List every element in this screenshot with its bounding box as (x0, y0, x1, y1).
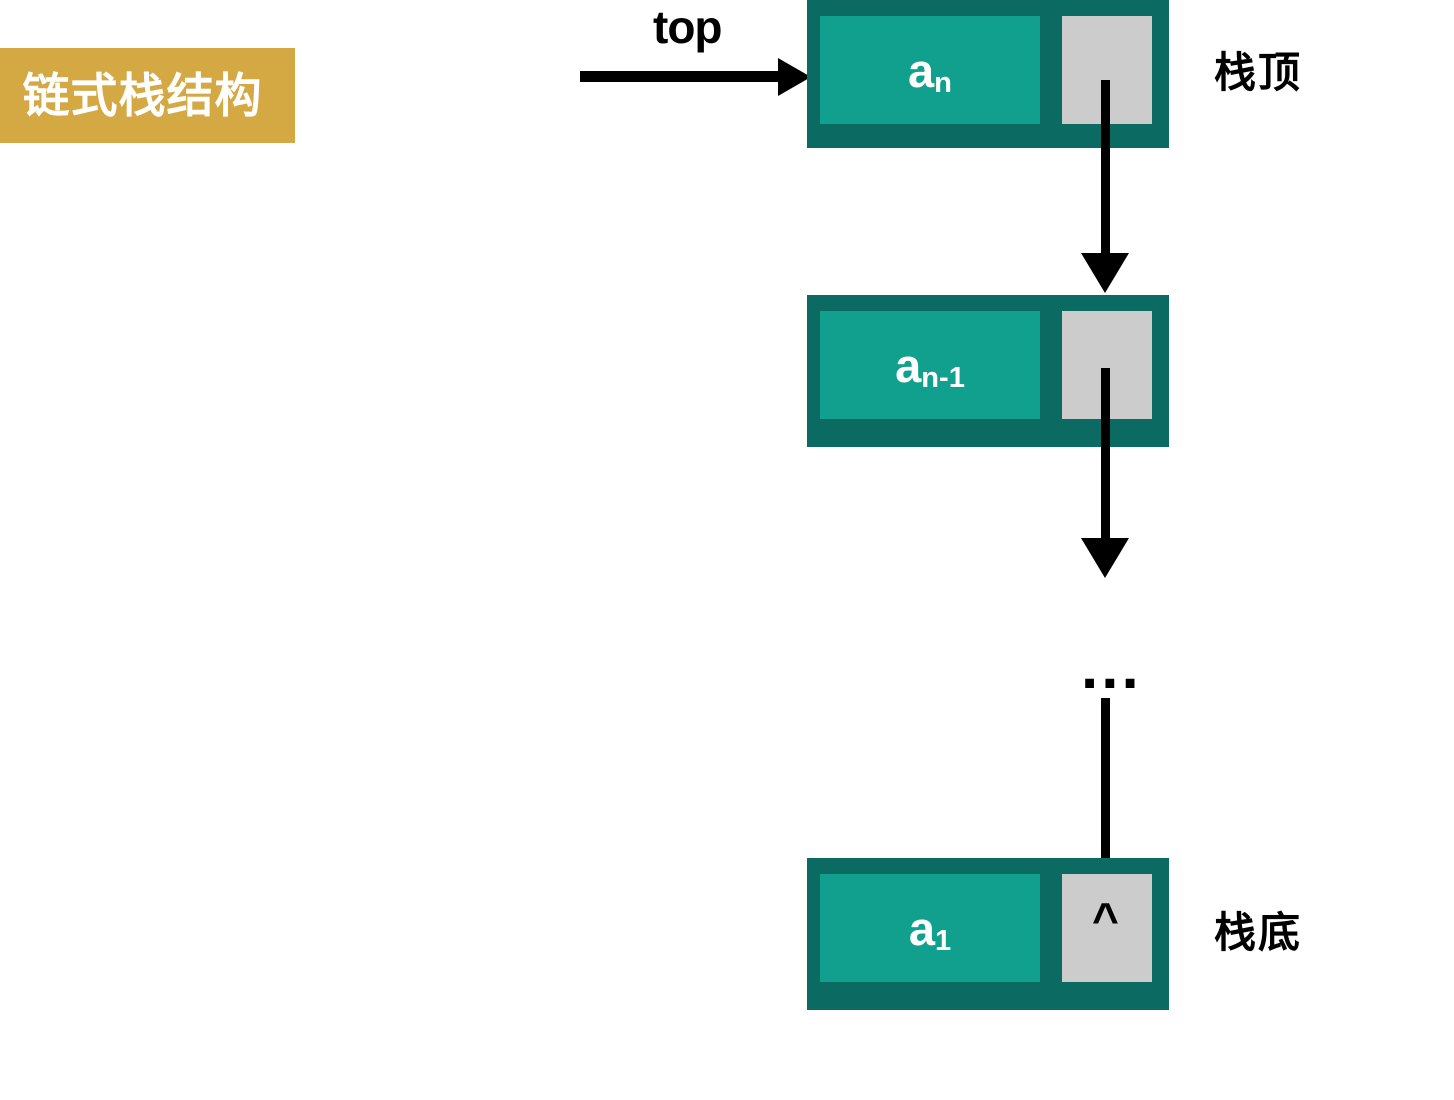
node-top-data-cell: an (820, 16, 1040, 124)
node-bottom: a1 ^ (807, 858, 1169, 1010)
node-bottom-pointer-cell (1062, 874, 1152, 982)
title-banner: 链式栈结构 (0, 48, 295, 143)
node-top: an (807, 0, 1169, 148)
ellipsis-marker: ... (1081, 633, 1142, 702)
stack-top-label: 栈顶 (1214, 49, 1303, 96)
top-pointer-label: top (653, 1, 723, 53)
connector-3-shaft (1101, 698, 1110, 880)
title-text: 链式栈结构 (22, 69, 263, 122)
top-arrow-head-icon (778, 58, 811, 96)
node-bottom-data-label: a1 (908, 901, 952, 957)
connector-1-shaft (1101, 80, 1110, 258)
null-pointer-caret: ^ (1092, 893, 1119, 945)
connector-2-shaft (1101, 368, 1110, 540)
node-middle-data-cell: an-1 (820, 311, 1040, 419)
top-arrow-shaft (580, 71, 780, 82)
stack-bottom-label: 栈底 (1214, 909, 1303, 956)
node-middle: an-1 (807, 295, 1169, 447)
node-middle-data-label: an-1 (895, 338, 965, 394)
node-top-data-label: an (908, 43, 952, 99)
connector-1-arrow-head-icon (1081, 253, 1129, 293)
connector-2-arrow-head-icon (1081, 538, 1129, 578)
node-bottom-data-cell: a1 (820, 874, 1040, 982)
